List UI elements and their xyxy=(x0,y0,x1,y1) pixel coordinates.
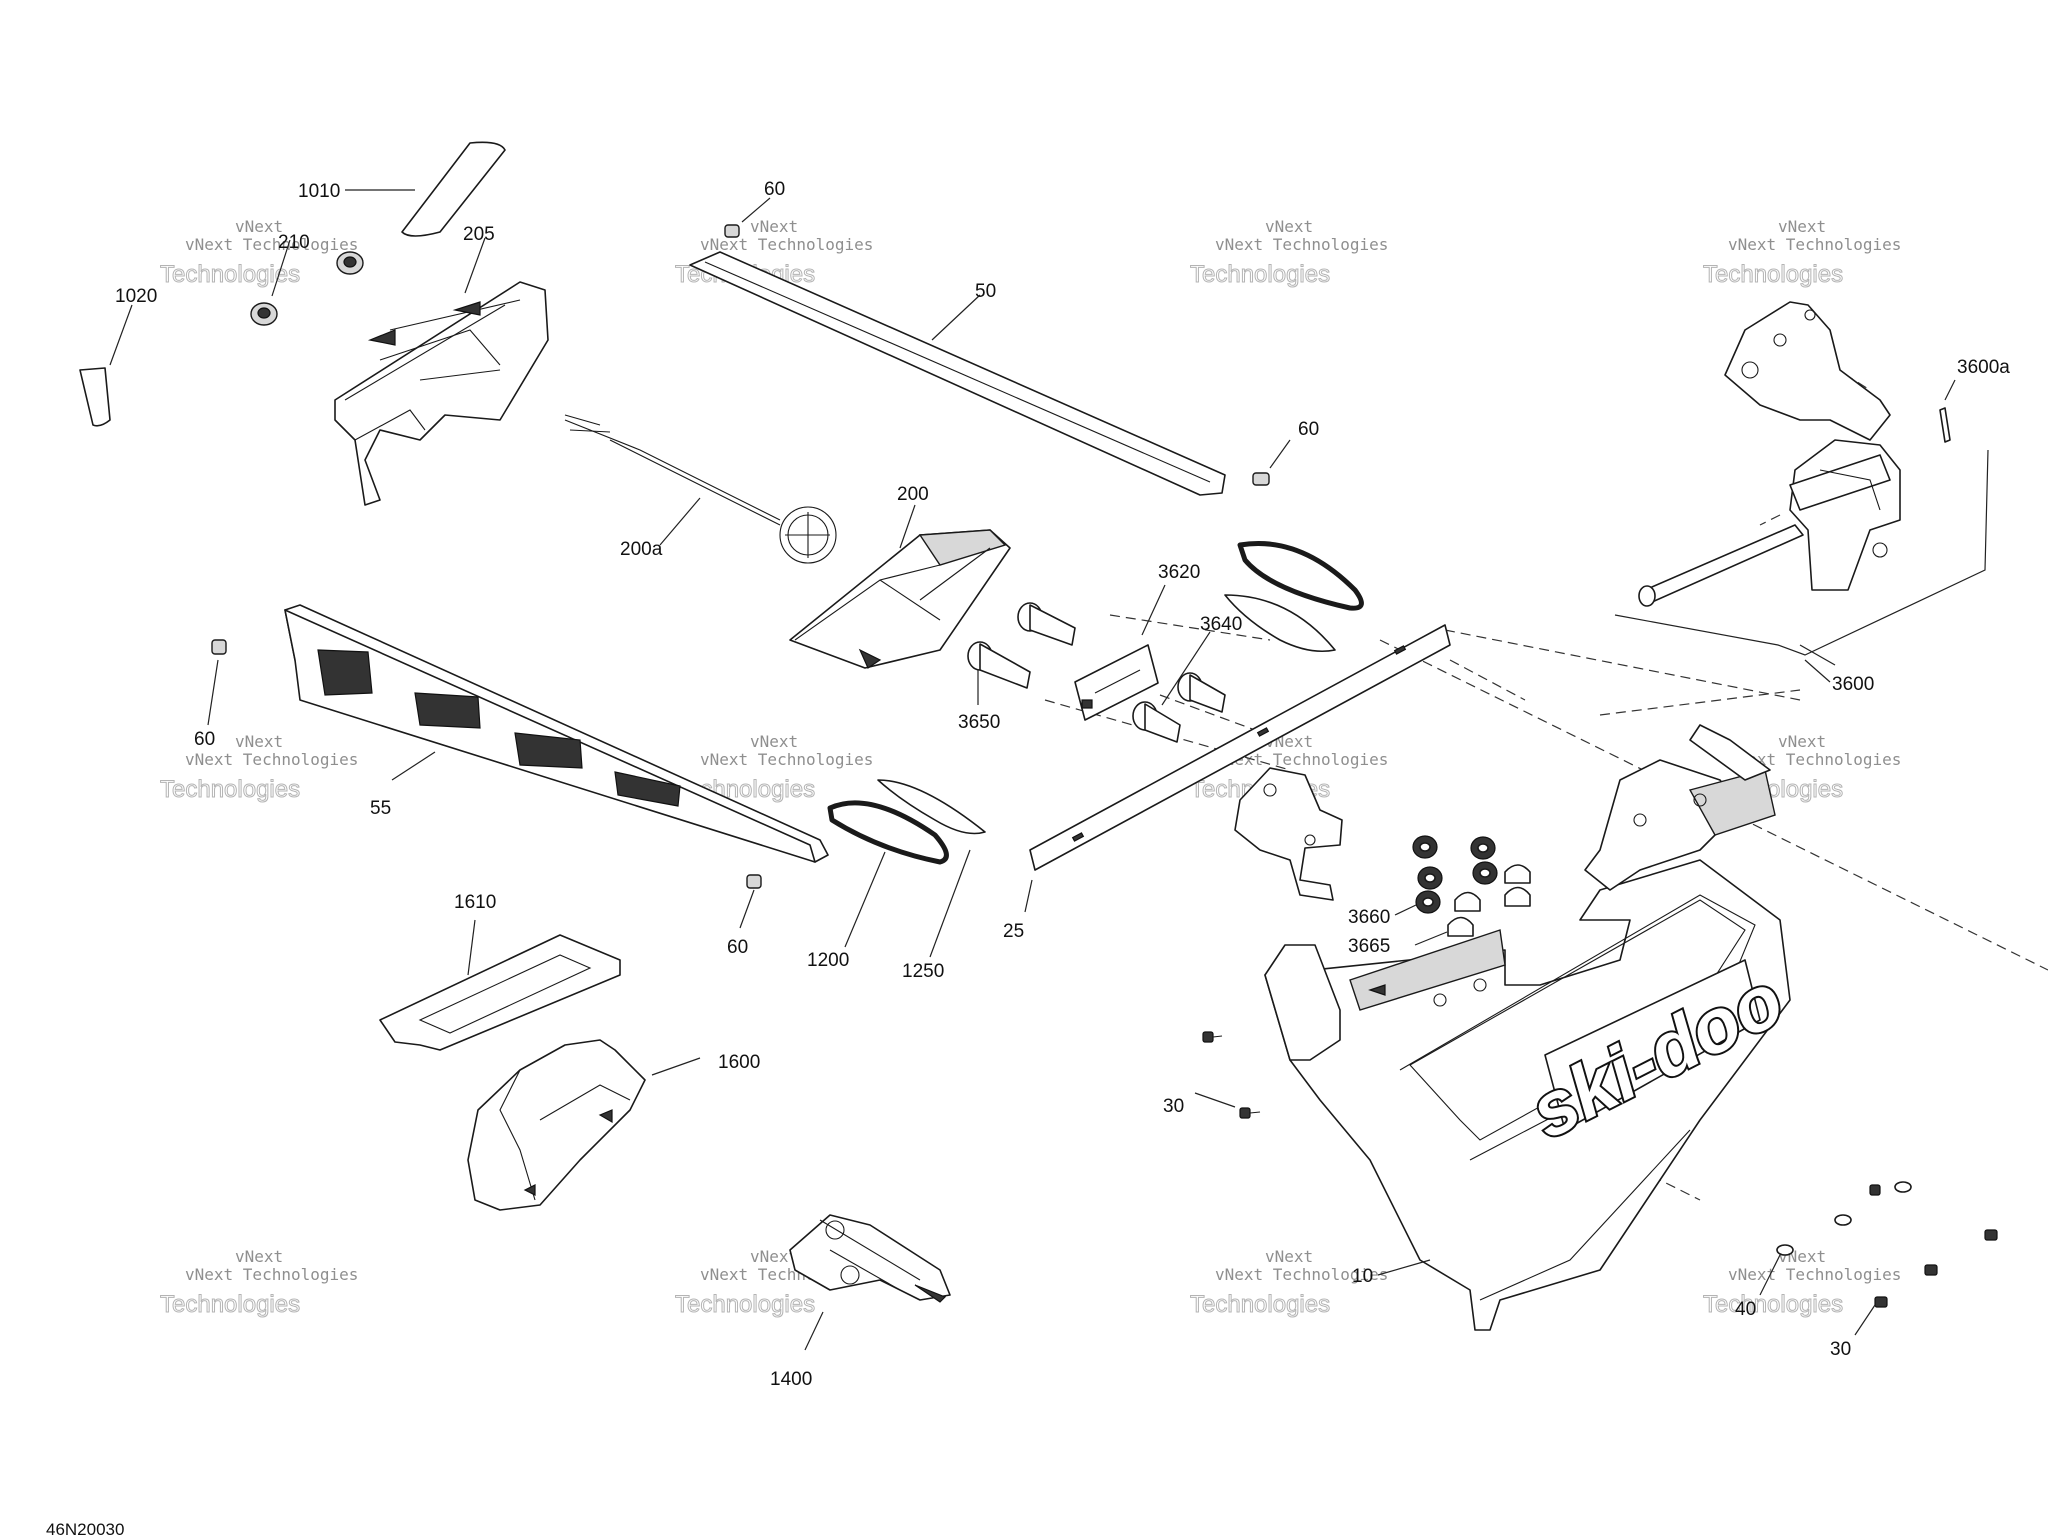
watermark-line2: vNext Technologies xyxy=(185,750,358,769)
callout-60: 60 xyxy=(1298,419,1319,440)
watermark-line2: vNext Technologies xyxy=(1215,1265,1388,1284)
part-3665-caps xyxy=(1414,864,1531,946)
part-25-bracket-strip xyxy=(1024,624,1451,913)
callout-200: 200 xyxy=(897,484,929,505)
watermark-line1: vNext xyxy=(235,217,283,236)
part-1400-tool-kit xyxy=(789,1214,951,1351)
callout-3650: 3650 xyxy=(958,712,1000,733)
part-3600a-pin xyxy=(1939,379,1956,443)
callout-1200: 1200 xyxy=(807,950,849,971)
watermark-line1: vNext xyxy=(1265,217,1313,236)
callout-55: 55 xyxy=(370,798,391,819)
part-1250-lens xyxy=(877,594,1336,958)
drawing-number: 46N20030 xyxy=(46,1520,124,1536)
callout-1020: 1020 xyxy=(115,286,157,307)
watermark-line3: Technologies xyxy=(1190,261,1330,288)
part-30-screws xyxy=(1194,1031,1998,1336)
watermark-line2: vNext Technologies xyxy=(1728,750,1901,769)
callout-40: 40 xyxy=(1735,1299,1756,1320)
callout-30: 30 xyxy=(1163,1096,1184,1117)
callout-60: 60 xyxy=(727,937,748,958)
part-1600-bag xyxy=(467,1039,701,1211)
callout-10: 10 xyxy=(1352,1266,1373,1287)
watermark-line2: vNext Technologies xyxy=(1728,235,1901,254)
callout-1010: 1010 xyxy=(298,181,340,202)
part-55-side-panel xyxy=(284,604,829,863)
part-205-housing xyxy=(334,237,549,506)
watermark-line1: vNext xyxy=(750,217,798,236)
callout-1400: 1400 xyxy=(770,1369,812,1390)
callout-3640: 3640 xyxy=(1200,614,1242,635)
part-3600-hitch xyxy=(1614,301,1989,683)
watermark-line3: Technologies xyxy=(160,261,300,288)
callout-60: 60 xyxy=(194,729,215,750)
part-50-rail xyxy=(689,251,1226,496)
callout-25: 25 xyxy=(1003,921,1024,942)
watermark-line2: vNext Technologies xyxy=(700,750,873,769)
watermark-line3: Technologies xyxy=(1703,261,1843,288)
part-60-screw xyxy=(739,874,762,929)
part-60-screw xyxy=(724,197,771,238)
part-200-light xyxy=(789,504,1011,669)
part-1200-lens-seal xyxy=(827,540,1364,948)
watermark: vNext vNext Technologies Technologies xyxy=(1190,1247,1389,1319)
watermark: vNext vNext Technologies Technologies xyxy=(1703,217,1902,289)
watermark-line3: Technologies xyxy=(160,776,300,803)
watermark-line2: vNext Technologies xyxy=(1728,1265,1901,1284)
part-60-screw xyxy=(1252,439,1291,486)
watermark: vNext vNext Technologies Technologies xyxy=(675,732,874,804)
watermark-line2: vNext Technologies xyxy=(700,235,873,254)
callout-60: 60 xyxy=(764,179,785,200)
watermark: vNext vNext Technologies Technologies xyxy=(160,1247,359,1319)
watermark: vNext vNext Technologies Technologies xyxy=(160,732,359,804)
part-200a-harness xyxy=(564,414,837,564)
watermark-line1: vNext xyxy=(235,1247,283,1266)
part-3640-bolt xyxy=(1132,631,1226,743)
watermark-line1: vNext xyxy=(1265,1247,1313,1266)
watermark-line3: Technologies xyxy=(160,1291,300,1318)
callout-210: 210 xyxy=(278,232,310,253)
part-40-washers xyxy=(1759,1181,1912,1296)
part-60-screw xyxy=(207,639,227,726)
callout-200a: 200a xyxy=(620,539,663,560)
watermark-line2: vNext Technologies xyxy=(185,235,358,254)
callout-205: 205 xyxy=(463,224,495,245)
watermark: vNext vNext Technologies Technologies xyxy=(160,217,359,289)
part-1610-strap xyxy=(379,919,621,1051)
callout-3620: 3620 xyxy=(1158,562,1200,583)
watermark-line3: Technologies xyxy=(675,1291,815,1318)
watermark: vNext vNext Technologies Technologies xyxy=(1190,217,1389,289)
part-3650-bolt xyxy=(967,602,1076,705)
watermark-line1: vNext xyxy=(750,1247,798,1266)
part-10-flap: ski-doo xyxy=(1264,724,1798,1331)
part-3660-nuts xyxy=(1394,835,1498,916)
watermark-line1: vNext xyxy=(235,732,283,751)
watermark-line1: vNext xyxy=(750,732,798,751)
callout-3600a: 3600a xyxy=(1957,357,2010,378)
part-3620-pad xyxy=(1074,584,1166,721)
watermark-line3: Technologies xyxy=(1703,1291,1843,1318)
callout-1610: 1610 xyxy=(454,892,496,913)
watermark-line2: vNext Technologies xyxy=(1215,235,1388,254)
part-1020-decal xyxy=(79,304,133,427)
watermark: vNext vNext Technologies Technologies xyxy=(1703,1247,1902,1319)
watermark-line1: vNext xyxy=(1778,217,1826,236)
watermark-line2: vNext Technologies xyxy=(185,1265,358,1284)
callout-1250: 1250 xyxy=(902,961,944,982)
callout-3660: 3660 xyxy=(1348,907,1390,928)
callout-3665: 3665 xyxy=(1348,936,1390,957)
callout-30: 30 xyxy=(1830,1339,1851,1360)
callout-3600: 3600 xyxy=(1832,674,1874,695)
callout-labels: 1010 1020 210 205 60 50 60 200 200a 3620… xyxy=(115,179,2010,1390)
watermark-line3: Technologies xyxy=(1190,1291,1330,1318)
watermark-line1: vNext xyxy=(1778,732,1826,751)
part-210-grommets xyxy=(250,239,364,326)
watermark-line2: vNext Technologies xyxy=(1215,750,1388,769)
callout-50: 50 xyxy=(975,281,996,302)
callout-1600: 1600 xyxy=(718,1052,760,1073)
part-3600-hitch-small xyxy=(1234,767,1343,901)
part-1010-decal xyxy=(345,141,506,237)
